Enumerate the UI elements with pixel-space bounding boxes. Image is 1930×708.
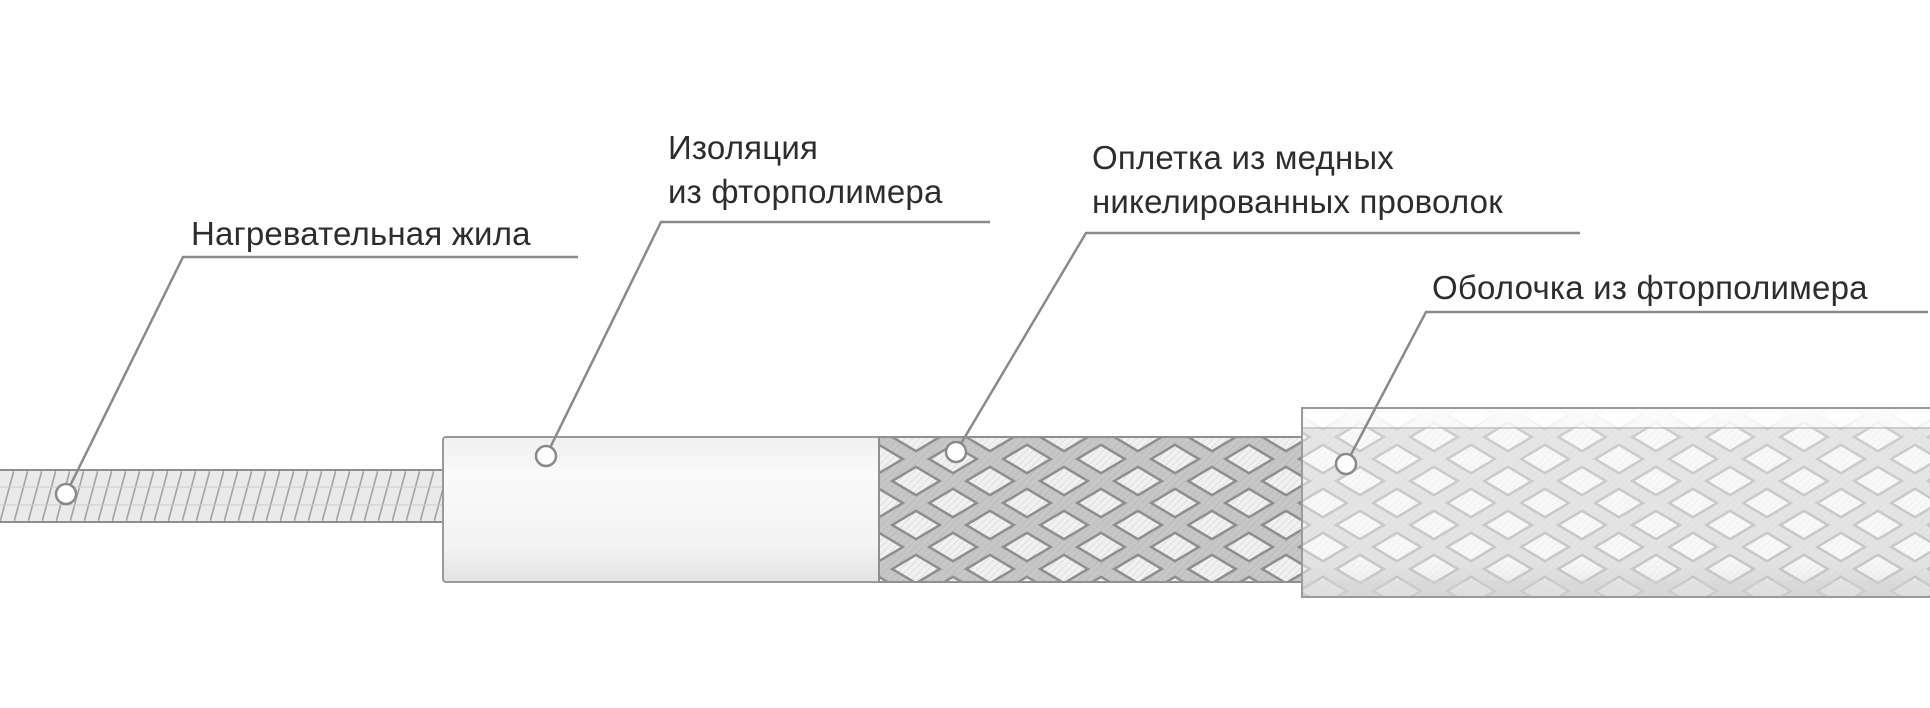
label-braid-line2: никелированных проволок — [1092, 182, 1503, 220]
callout-markers — [54, 440, 1358, 506]
label-heating-core-text: Нагревательная жила — [191, 215, 531, 252]
callout-marker-braid-icon — [944, 440, 968, 464]
leader-line-core — [64, 255, 578, 495]
label-braid-line1: Оплетка из медных — [1092, 139, 1394, 176]
braid-graphic — [878, 436, 1307, 583]
label-jacket: Оболочка из фторполимера — [1432, 266, 1868, 310]
callout-marker-insulation-icon — [534, 444, 558, 468]
insulation-graphic — [442, 436, 884, 583]
label-insulation: Изоляция из фторполимера — [668, 126, 943, 213]
label-insulation-line1: Изоляция — [668, 129, 819, 166]
leader-line-braid — [954, 231, 1580, 453]
callout-marker-jacket-icon — [1334, 452, 1358, 476]
label-braid: Оплетка из медных никелированных проволо… — [1092, 136, 1503, 223]
label-jacket-text: Оболочка из фторполимера — [1432, 269, 1868, 306]
jacket-graphic — [1301, 407, 1930, 598]
label-heating-core: Нагревательная жила — [191, 212, 531, 256]
leader-line-jacket — [1344, 310, 1928, 465]
label-insulation-line2: из фторполимера — [668, 172, 943, 210]
leader-lines — [64, 220, 1928, 495]
leader-line-insulation — [544, 220, 990, 457]
callout-marker-core-icon — [54, 482, 78, 506]
